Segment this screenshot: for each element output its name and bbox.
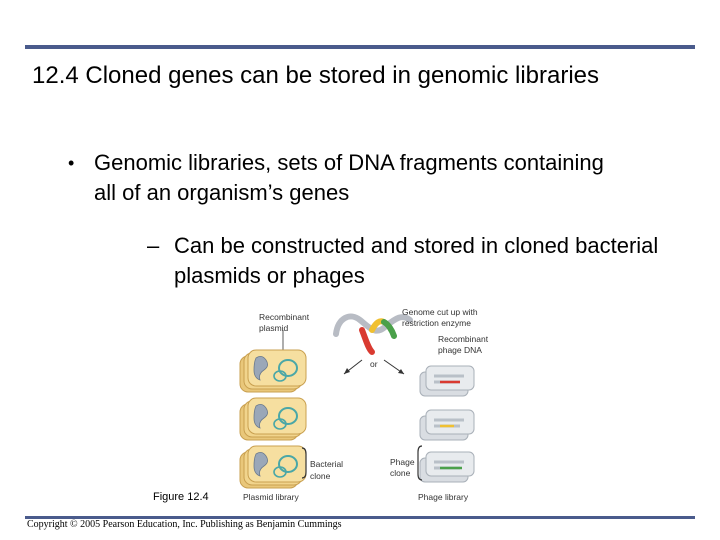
bullet-text: Genomic libraries, sets of DNA fragments… — [94, 150, 604, 205]
label-genome-cut-2: restriction enzyme — [402, 318, 471, 328]
arrow-head-right — [398, 369, 404, 374]
bullet-level1: • Genomic libraries, sets of DNA fragmen… — [68, 148, 628, 208]
bacteria-stack-2 — [239, 397, 307, 441]
bullet-marker: • — [68, 153, 75, 173]
label-or: or — [370, 359, 378, 369]
bacteria-stack-1 — [239, 349, 307, 393]
slide-title: 12.4 Cloned genes can be stored in genom… — [32, 62, 600, 89]
dna-fragment-green — [381, 319, 397, 339]
copyright-notice: Copyright © 2005 Pearson Education, Inc.… — [27, 519, 342, 530]
label-phage-clone-2: clone — [390, 468, 411, 478]
arrow-head-left — [344, 368, 350, 374]
dash-marker: – — [147, 233, 160, 258]
label-recombinant-plasmid-2: plasmid — [259, 323, 289, 333]
top-rule — [25, 45, 695, 49]
label-plasmid-library: Plasmid library — [243, 492, 299, 502]
dna-fragment-red — [359, 327, 375, 355]
phage-clone-bracket — [417, 445, 423, 481]
label-recombinant-phage-1: Recombinant — [438, 334, 489, 344]
label-genome-cut-1: Genome cut up with — [402, 307, 478, 317]
bacterial-clone-bracket — [301, 447, 307, 479]
label-bacterial-clone-1: Bacterial — [310, 459, 343, 469]
bullet-text-sub: Can be constructed and stored in cloned … — [174, 233, 659, 288]
bacteria-stack-3 — [239, 445, 307, 489]
label-figure-number: Figure 12.4 — [153, 491, 209, 503]
bullet-level2: – Can be constructed and stored in clone… — [147, 231, 687, 291]
label-phage-clone-1: Phage — [390, 457, 415, 467]
label-phage-library: Phage library — [418, 492, 469, 502]
bottom-rule — [25, 516, 695, 519]
label-recombinant-phage-2: phage DNA — [438, 345, 482, 355]
label-bacterial-clone-2: clone — [310, 471, 331, 481]
label-recombinant-plasmid-1: Recombinant — [259, 312, 310, 322]
